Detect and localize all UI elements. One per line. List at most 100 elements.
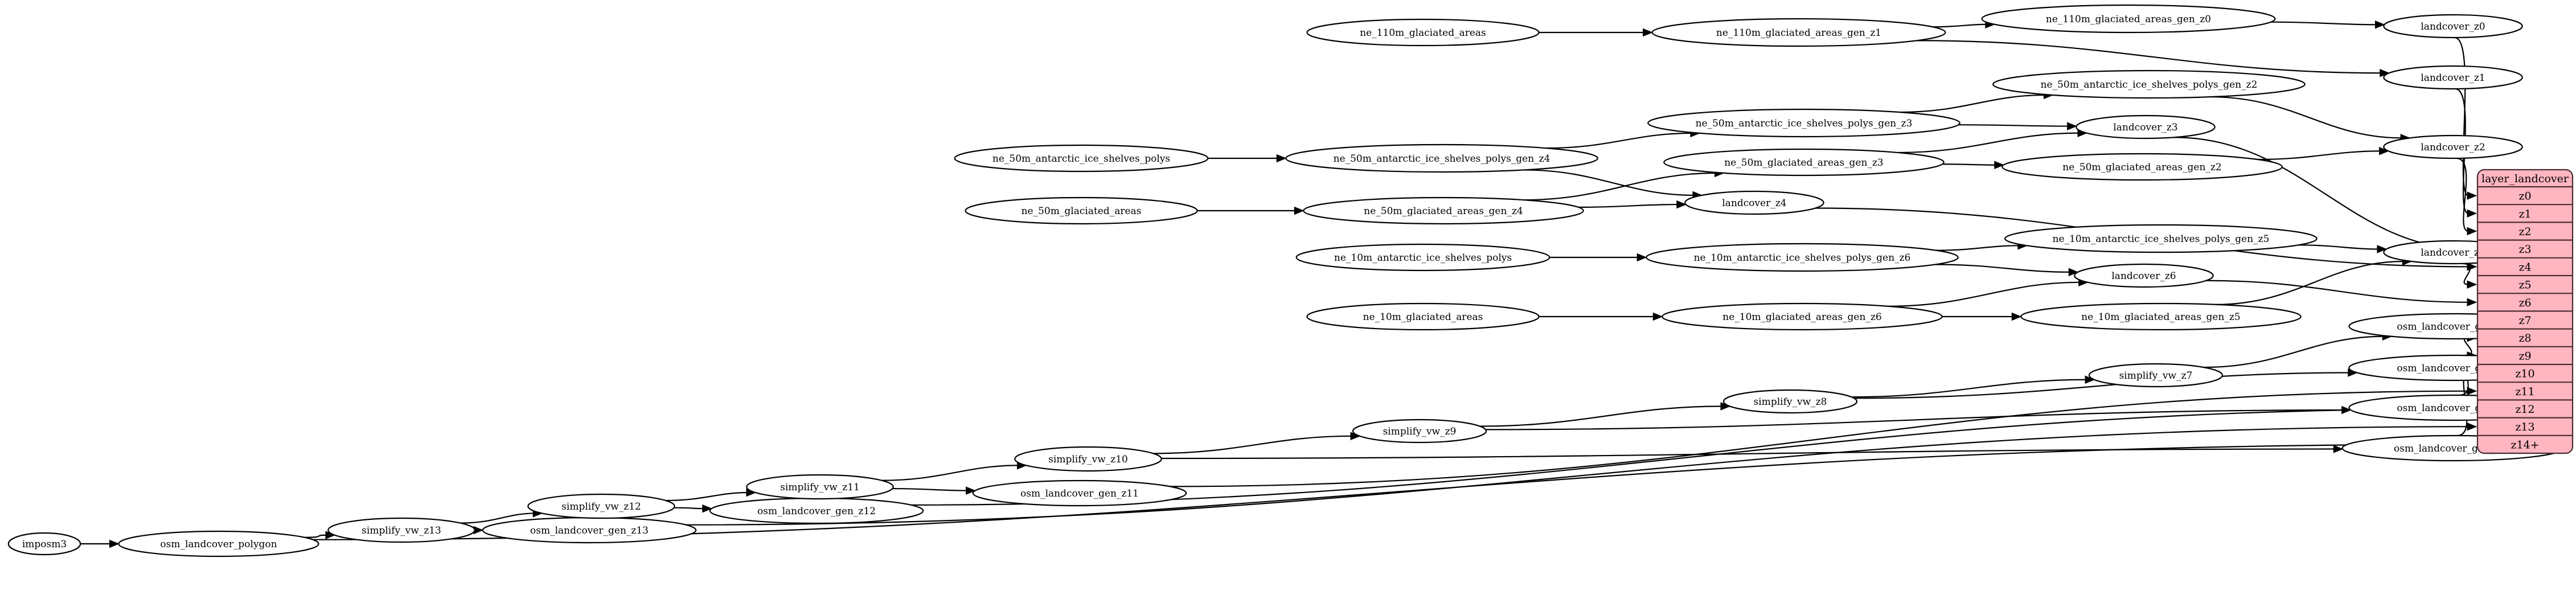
node-label: landcover_z3 bbox=[2113, 122, 2177, 133]
table-row-z12[interactable]: z12 bbox=[2515, 403, 2534, 416]
graph-edge bbox=[686, 422, 2477, 526]
node-label: ne_110m_glaciated_areas_gen_z0 bbox=[2046, 14, 2211, 25]
graph-node-ne_50m_antarctic_ice_shelves_polys_gen_z4[interactable]: ne_50m_antarctic_ice_shelves_polys_gen_z… bbox=[1285, 143, 1598, 173]
table-row-z10[interactable]: z10 bbox=[2515, 368, 2534, 380]
node-label: osm_landcover_gen_z11 bbox=[1020, 488, 1139, 499]
graph-node-landcover_z4[interactable]: landcover_z4 bbox=[1684, 190, 1824, 215]
nodes-layer: imposm3 osm_landcover_polygon simplify_vw_… bbox=[7, 4, 2565, 557]
graph-node-ne_50m_antarctic_ice_shelves_polys[interactable]: ne_50m_antarctic_ice_shelves_polys bbox=[954, 144, 1209, 173]
graph-edge bbox=[1539, 28, 1653, 37]
node-label: landcover_z2 bbox=[2421, 142, 2485, 153]
node-label: ne_10m_antarctic_ice_shelves_polys_gen_z… bbox=[2053, 233, 2270, 245]
node-shape bbox=[1722, 389, 1858, 414]
table-row-z11[interactable]: z11 bbox=[2515, 386, 2534, 398]
graph-node-landcover_z6[interactable]: landcover_z6 bbox=[2074, 263, 2214, 288]
graph-edge bbox=[1523, 169, 1703, 200]
graph-node-simplify_vw_z8[interactable]: simplify_vw_z8 bbox=[1722, 389, 1858, 414]
graph-node-ne_10m_antarctic_ice_shelves_polys_gen_z5[interactable]: ne_10m_antarctic_ice_shelves_polys_gen_z… bbox=[2004, 224, 2317, 253]
graph-edge bbox=[1208, 154, 1287, 163]
node-label: ne_10m_antarctic_ice_shelves_polys bbox=[1334, 252, 1512, 264]
node-label: ne_110m_glaciated_areas bbox=[1360, 27, 1486, 39]
table-row-z4[interactable]: z4 bbox=[2518, 261, 2531, 273]
graph-edge bbox=[674, 504, 713, 513]
node-shape bbox=[965, 196, 1198, 225]
graph-edge bbox=[1942, 161, 2005, 169]
graph-edge bbox=[1479, 402, 1731, 427]
graph-node-ne_10m_antarctic_ice_shelves_polys_gen_z6[interactable]: ne_10m_antarctic_ice_shelves_polys_gen_z… bbox=[1646, 243, 1959, 272]
table-row-z14+[interactable]: z14+ bbox=[2511, 438, 2539, 451]
node-shape bbox=[118, 530, 319, 557]
graph-node-ne_10m_glaciated_areas[interactable]: ne_10m_glaciated_areas bbox=[1306, 302, 1540, 331]
graph-node-ne_10m_glaciated_areas_gen_z5[interactable]: ne_10m_glaciated_areas_gen_z5 bbox=[2020, 302, 2302, 331]
table-row-z8[interactable]: z8 bbox=[2518, 332, 2531, 345]
graph-edge bbox=[1197, 206, 1305, 215]
graph-edge bbox=[1958, 122, 2077, 130]
graph-edge bbox=[2454, 36, 2477, 200]
layer-landcover-table: layer_landcoverz0z1z2z3z4z5z6z7z8z9z10z1… bbox=[2476, 169, 2574, 454]
table-row-z0[interactable]: z0 bbox=[2518, 190, 2531, 203]
graph-node-osm_landcover_gen_z11[interactable]: osm_landcover_gen_z11 bbox=[972, 479, 1187, 507]
node-label: simplify_vw_z8 bbox=[1754, 396, 1827, 408]
graph-node-ne_50m_glaciated_areas_gen_z3[interactable]: ne_50m_glaciated_areas_gen_z3 bbox=[1663, 148, 1945, 177]
node-label: simplify_vw_z13 bbox=[362, 525, 441, 536]
table-row-z1[interactable]: z1 bbox=[2518, 208, 2531, 220]
node-shape bbox=[1663, 148, 1945, 177]
graph-node-landcover_z2[interactable]: landcover_z2 bbox=[2383, 134, 2523, 159]
graph-node-ne_10m_glaciated_areas_gen_z6[interactable]: ne_10m_glaciated_areas_gen_z6 bbox=[1662, 302, 1943, 331]
graph-node-simplify_vw_z7[interactable]: simplify_vw_z7 bbox=[2088, 363, 2224, 388]
graph-node-ne_50m_antarctic_ice_shelves_polys_gen_z3[interactable]: ne_50m_antarctic_ice_shelves_polys_gen_z… bbox=[1647, 108, 1960, 138]
node-shape bbox=[2004, 224, 2317, 253]
graph-node-ne_110m_glaciated_areas[interactable]: ne_110m_glaciated_areas bbox=[1306, 18, 1540, 47]
graph-node-osm_landcover_gen_z12[interactable]: osm_landcover_gen_z12 bbox=[709, 497, 924, 524]
graph-node-simplify_vw_z10[interactable]: simplify_vw_z10 bbox=[1014, 446, 1162, 472]
node-shape bbox=[1992, 69, 2306, 99]
graph-node-simplify_vw_z9[interactable]: simplify_vw_z9 bbox=[1352, 419, 1487, 444]
table-row-z7[interactable]: z7 bbox=[2518, 314, 2531, 327]
graph-edge bbox=[1888, 278, 2089, 307]
graph-node-ne_110m_glaciated_areas_gen_z0[interactable]: ne_110m_glaciated_areas_gen_z0 bbox=[1981, 4, 2276, 34]
graph-node-osm_landcover_polygon[interactable]: osm_landcover_polygon bbox=[118, 530, 319, 557]
graph-edge bbox=[1897, 129, 2088, 154]
table-row-z2[interactable]: z2 bbox=[2518, 225, 2531, 238]
graph-edge bbox=[1549, 253, 1647, 262]
graph-node-osm_landcover_gen_z13[interactable]: osm_landcover_gen_z13 bbox=[482, 516, 697, 544]
table-row-z13[interactable]: z13 bbox=[2515, 421, 2534, 433]
node-shape bbox=[1303, 196, 1584, 225]
graph-node-ne_50m_glaciated_areas_gen_z4[interactable]: ne_50m_glaciated_areas_gen_z4 bbox=[1303, 196, 1584, 225]
table-row-z9[interactable]: z9 bbox=[2518, 350, 2531, 362]
graph-node-landcover_z1[interactable]: landcover_z1 bbox=[2383, 65, 2523, 90]
edges-layer bbox=[80, 20, 2503, 548]
node-label: ne_10m_antarctic_ice_shelves_polys_gen_z… bbox=[1694, 252, 1911, 264]
node-shape bbox=[1651, 18, 1946, 47]
node-label: ne_50m_antarctic_ice_shelves_polys_gen_z… bbox=[1696, 118, 1913, 129]
node-label: landcover_z4 bbox=[1722, 198, 1786, 209]
graph-node-ne_50m_glaciated_areas[interactable]: ne_50m_glaciated_areas bbox=[965, 196, 1198, 225]
node-shape bbox=[954, 144, 1209, 173]
node-label: landcover_z1 bbox=[2421, 72, 2485, 84]
graph-node-simplify_vw_z13[interactable]: simplify_vw_z13 bbox=[327, 517, 475, 543]
graph-node-landcover_z3[interactable]: landcover_z3 bbox=[2075, 114, 2216, 140]
table-row-z3[interactable]: z3 bbox=[2518, 243, 2531, 256]
node-shape bbox=[2383, 14, 2523, 39]
node-label: ne_10m_glaciated_areas bbox=[1363, 311, 1483, 323]
graph-node-simplify_vw_z11[interactable]: simplify_vw_z11 bbox=[746, 474, 894, 500]
node-label: simplify_vw_z9 bbox=[1383, 426, 1457, 437]
graph-node-ne_50m_antarctic_ice_shelves_polys_gen_z2[interactable]: ne_50m_antarctic_ice_shelves_polys_gen_z… bbox=[1992, 69, 2306, 99]
node-shape bbox=[2075, 114, 2216, 140]
graph-node-ne_10m_antarctic_ice_shelves_polys[interactable]: ne_10m_antarctic_ice_shelves_polys bbox=[1295, 243, 1550, 272]
node-shape bbox=[7, 532, 81, 556]
graph-edge bbox=[881, 461, 1027, 481]
table-row-z6[interactable]: z6 bbox=[2518, 297, 2531, 309]
graph-node-landcover_z0[interactable]: landcover_z0 bbox=[2383, 14, 2523, 39]
graph-node-ne_110m_glaciated_areas_gen_z1[interactable]: ne_110m_glaciated_areas_gen_z1 bbox=[1651, 18, 1946, 47]
graph-edge bbox=[1546, 129, 1701, 149]
graph-edge bbox=[2206, 280, 2477, 307]
graph-node-ne_50m_glaciated_areas_gen_z2[interactable]: ne_50m_glaciated_areas_gen_z2 bbox=[2001, 153, 2283, 181]
node-shape bbox=[2074, 263, 2214, 288]
graph-node-simplify_vw_z12[interactable]: simplify_vw_z12 bbox=[527, 493, 675, 519]
node-label: ne_10m_glaciated_areas_gen_z6 bbox=[1722, 311, 1881, 323]
graph-node-imposm3[interactable]: imposm3 bbox=[7, 532, 81, 556]
table-row-z5[interactable]: z5 bbox=[2518, 279, 2531, 292]
node-label: simplify_vw_z11 bbox=[780, 482, 860, 493]
